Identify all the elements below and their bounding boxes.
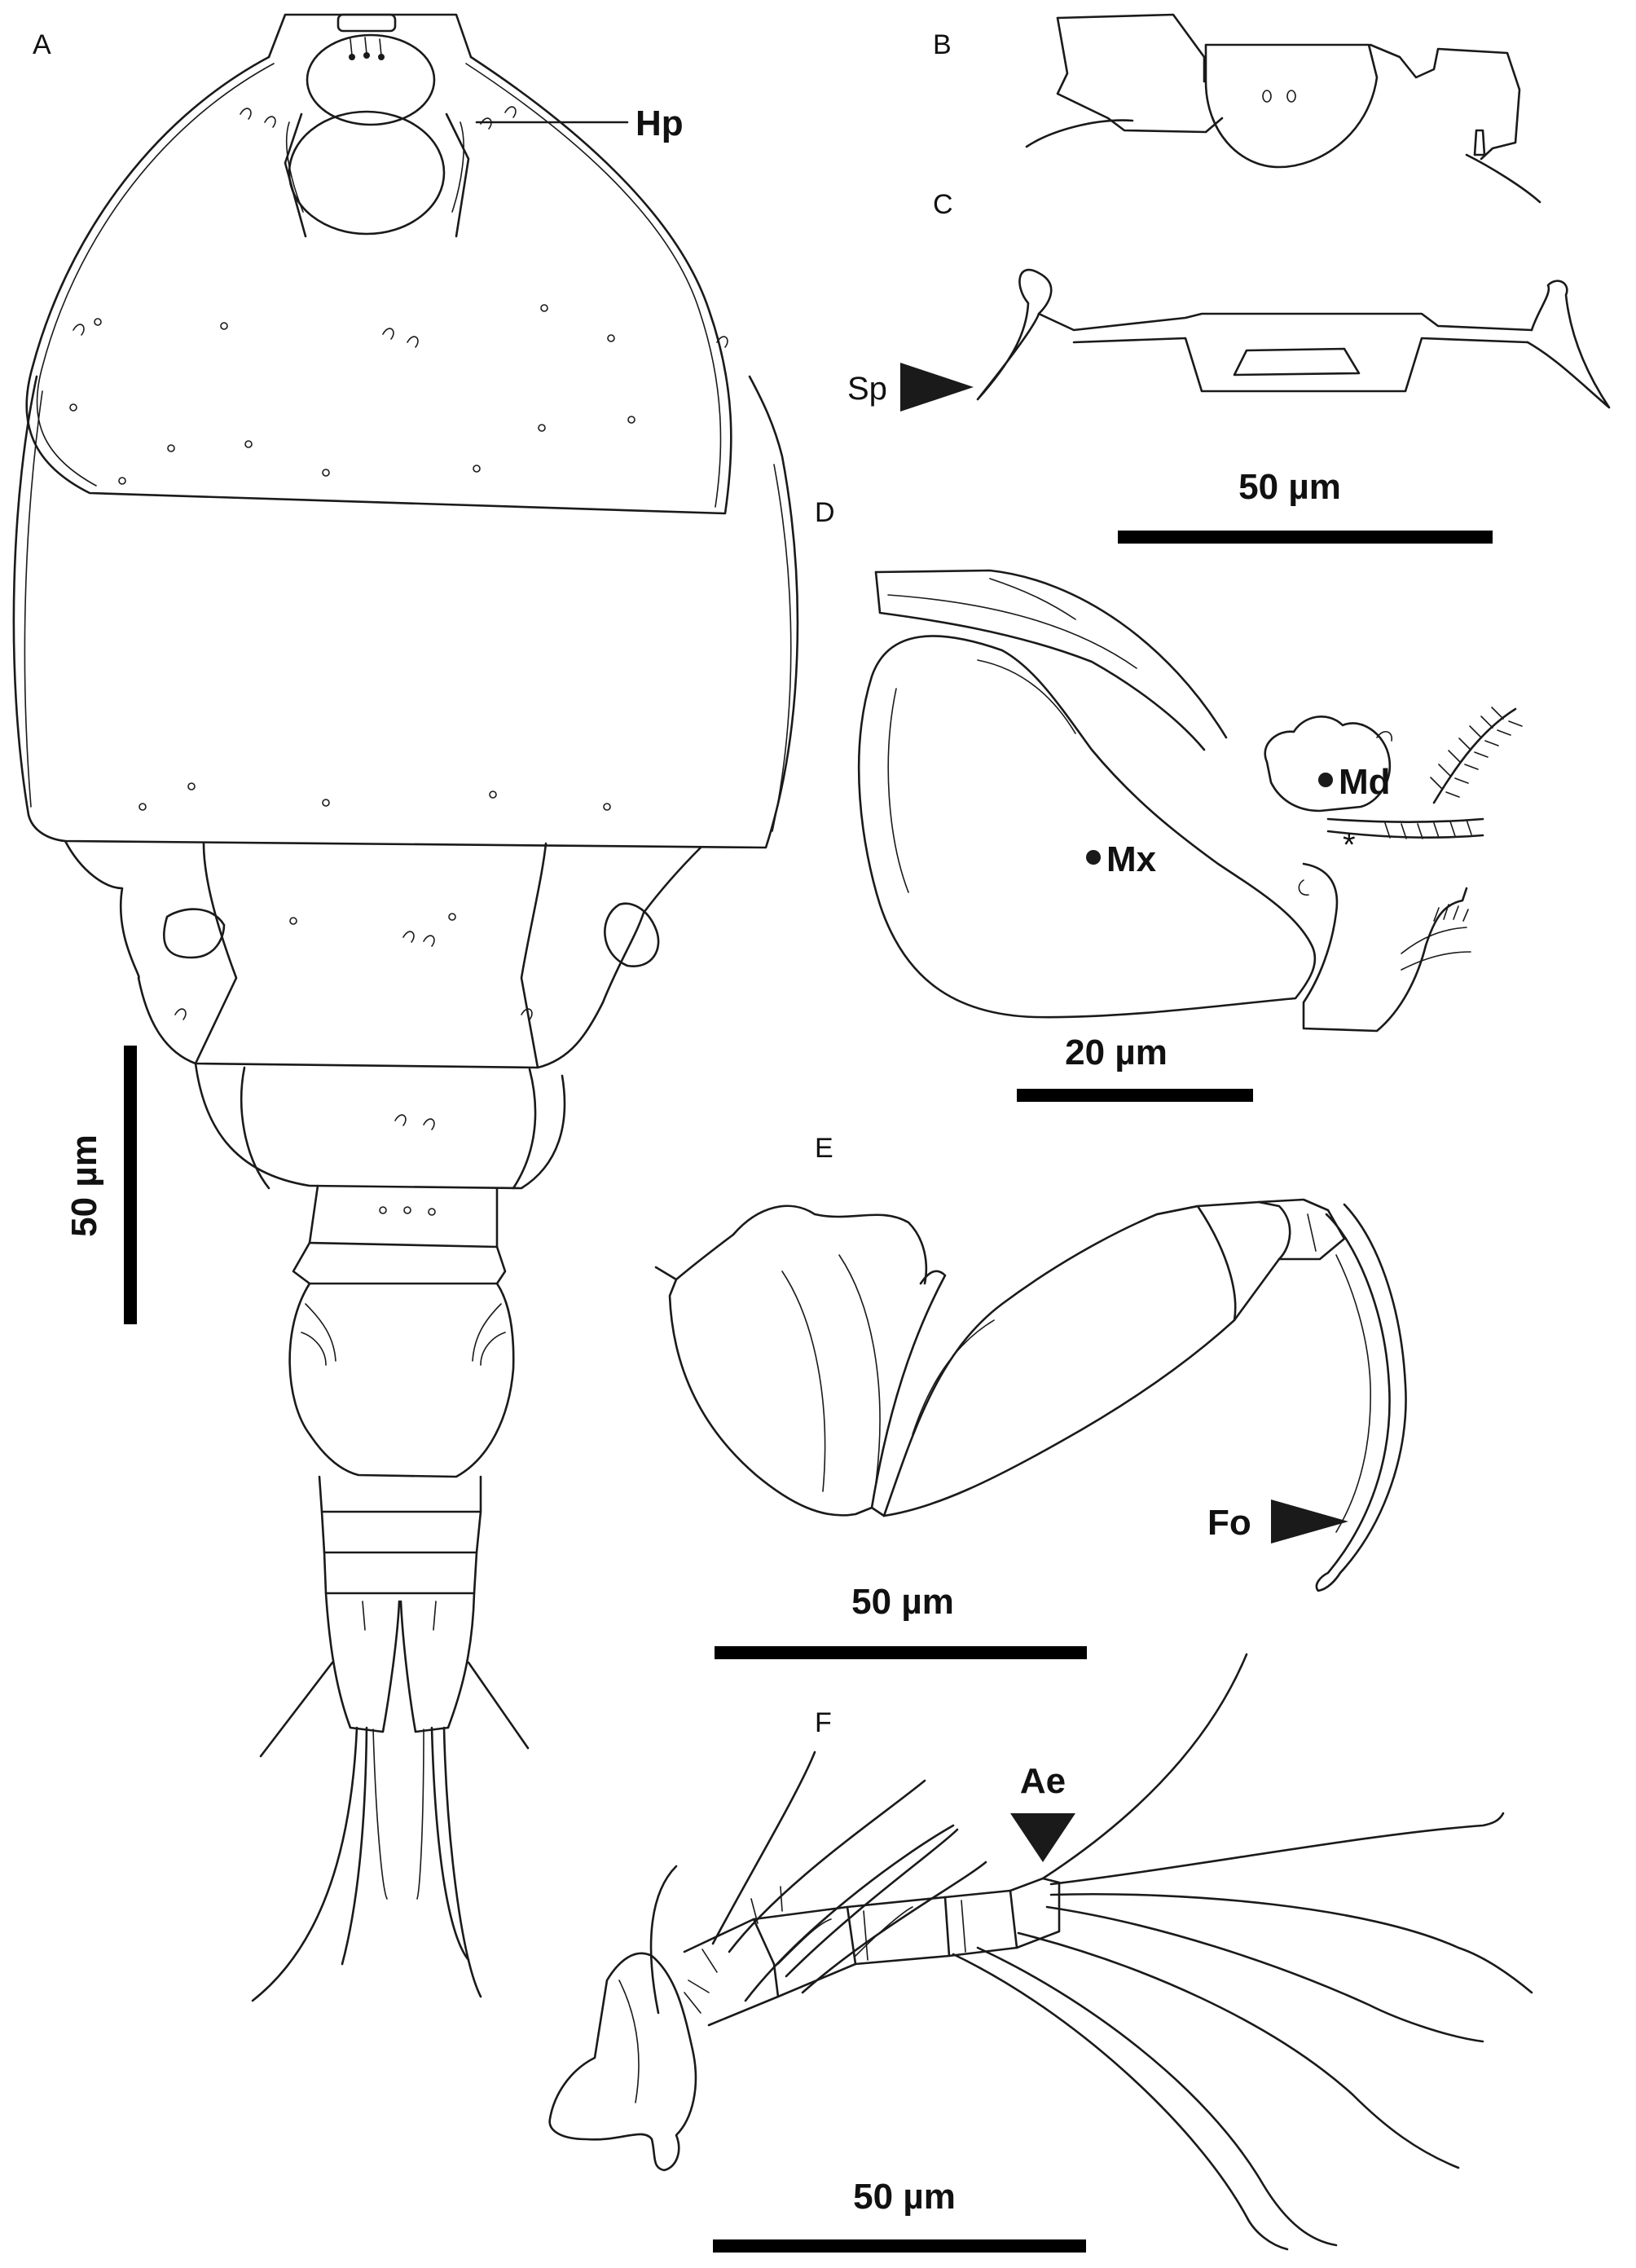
scale-bar-f — [713, 2239, 1086, 2253]
scale-bar-bc-label: 50 µm — [1238, 467, 1341, 507]
caudal-seta-left-1 — [251, 1726, 358, 2002]
mx-dot — [1086, 850, 1101, 865]
mandible-stylet-outer — [874, 570, 1206, 751]
maxilla — [1302, 862, 1468, 1033]
abdominal-somite-2 — [320, 1510, 482, 1554]
leg-right-somite-3 — [604, 902, 660, 967]
panel-d-oral-appendages: D Md * Mx 20 µm — [815, 497, 1523, 1102]
antennule-seta-9 — [1045, 1905, 1484, 2043]
caudal-seta-left-2 — [341, 1726, 368, 1966]
genital-double-somite — [288, 1282, 515, 1478]
panel-c-right-process — [1526, 280, 1611, 409]
rostral-tip — [336, 13, 397, 33]
setulae — [73, 106, 728, 1130]
panel-f-antennule: F Ae 50 µm — [548, 1653, 1533, 2253]
scale-bar-bc — [1118, 531, 1493, 544]
scale-bar-d-label: 20 µm — [1065, 1033, 1168, 1072]
antennule-seta-5 — [785, 1828, 959, 1978]
oral-cone — [288, 110, 446, 236]
scale-bar-a — [124, 1046, 137, 1324]
scale-bar-f-label: 50 µm — [853, 2177, 956, 2217]
antennule-seta-11 — [976, 1946, 1338, 2247]
panel-f-letter: F — [815, 1707, 832, 1738]
panel-a-letter: A — [33, 29, 51, 60]
scale-bar-a-label: 50 µm — [64, 1134, 104, 1237]
scale-bar-e — [715, 1646, 1087, 1659]
maxillule-sac — [857, 635, 1317, 1019]
caudal-seta-outer-left — [259, 1661, 334, 1758]
panel-e-letter: E — [815, 1133, 833, 1164]
asterisk-label: * — [1343, 827, 1356, 863]
thoracic-somite-5 — [308, 1184, 499, 1249]
mx-label: Mx — [1106, 839, 1157, 879]
abdominal-somite-1 — [318, 1475, 482, 1513]
antennule-seta-aesthetasc — [1041, 1653, 1248, 1880]
caudal-ramus-right — [399, 1592, 476, 1733]
panel-b: B — [933, 13, 1541, 204]
panel-c-sternal-plate — [1233, 347, 1361, 377]
caudal-seta-right-2 — [442, 1726, 482, 1998]
antennule-seta-1 — [649, 1865, 678, 2015]
panel-a-habitus: A — [12, 13, 799, 2002]
mandible-blade — [1326, 817, 1484, 839]
md-dot — [1318, 773, 1333, 787]
panel-c: C Sp 50 µm — [847, 189, 1611, 544]
antenna-coxa — [654, 1266, 886, 1517]
panel-c-left-process — [976, 268, 1053, 401]
fo-arrowhead — [1271, 1500, 1348, 1544]
antennule-seta-8 — [1049, 1892, 1533, 1994]
panel-b-letter: B — [933, 29, 952, 60]
antennule-seta-7 — [1049, 1812, 1505, 1886]
ae-arrowhead — [1010, 1813, 1075, 1862]
antennule-seta-6 — [801, 1861, 987, 1994]
hyaline-process-left — [284, 112, 307, 238]
antennule-base — [548, 1952, 697, 2172]
antennule-seta-12 — [952, 1953, 1289, 2251]
antenna-claw — [1315, 1203, 1407, 1592]
mandible-stylet-inner — [874, 569, 1228, 739]
cephalothorax-shield — [25, 55, 732, 515]
panel-d-letter: D — [815, 497, 835, 528]
md-label: Md — [1339, 762, 1391, 802]
plumose-seta — [1432, 707, 1517, 804]
antennule-seta-3 — [728, 1779, 926, 1953]
anal-somite — [323, 1551, 478, 1595]
antennule-seta-10 — [1017, 1931, 1460, 2169]
antennule-seta-2 — [711, 1751, 816, 1945]
antenna-endopod-3 — [1257, 1198, 1346, 1261]
sp-label: Sp — [847, 371, 887, 407]
antenna-coxa-top — [732, 1204, 928, 1285]
antennule-article-2 — [683, 1918, 780, 2027]
antenna-endopod-2 — [1155, 1200, 1291, 1322]
scale-bar-e-label: 50 µm — [851, 1582, 954, 1622]
frontal-setae — [350, 37, 382, 56]
antennule-seta-4 — [744, 1824, 955, 2002]
caudal-seta-right-1 — [430, 1726, 470, 1962]
panel-e-antenna: E Fo 50 µm — [654, 1133, 1407, 1659]
thoracic-somite-3 — [64, 839, 702, 1069]
scale-bar-d — [1017, 1089, 1253, 1102]
frontal-organ — [306, 33, 436, 126]
panel-c-letter: C — [933, 189, 953, 220]
panel-b-labrum — [1204, 43, 1379, 169]
fo-label: Fo — [1207, 1503, 1251, 1543]
thoracic-somite-2 — [12, 375, 799, 849]
caudal-ramus-left — [324, 1592, 401, 1733]
antennule-article-5 — [943, 1889, 1018, 1958]
caudal-seta-outer-right — [467, 1661, 530, 1750]
ae-label: Ae — [1020, 1761, 1066, 1801]
sp-arrowhead — [900, 363, 974, 412]
leg-left-somite-3 — [163, 908, 226, 959]
thoracic-somite-4 — [194, 1062, 566, 1190]
hyaline-process-right — [445, 112, 470, 238]
antennule-article-4 — [846, 1896, 951, 1966]
hp-label: Hp — [635, 103, 684, 143]
sensilla — [69, 304, 635, 1216]
antenna-endopod-1 — [882, 1204, 1237, 1517]
antenna-basis — [870, 1270, 947, 1509]
